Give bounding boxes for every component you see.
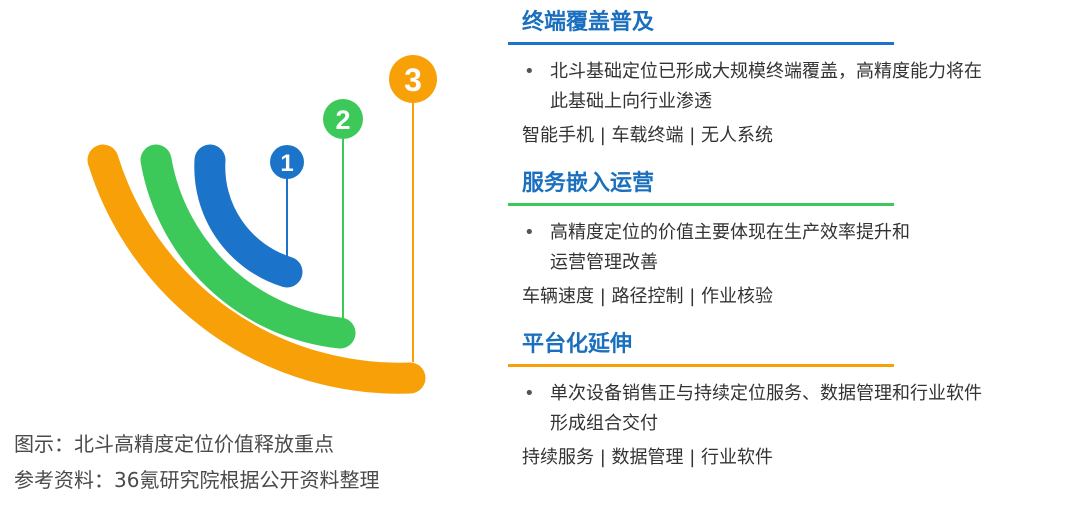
section-platform-extension: 平台化延伸 • 单次设备销售正与持续定位服务、数据管理和行业软件 形成组合交付 … [508, 330, 982, 473]
bullet-icon: • [524, 61, 535, 82]
svg-text:3: 3 [404, 62, 422, 98]
section-tags: 持续服务 | 数据管理 | 行业软件 [522, 447, 774, 468]
section-divider [508, 364, 894, 367]
section-title: 平台化延伸 [522, 332, 633, 357]
section-title: 服务嵌入运营 [522, 171, 655, 196]
section-bullet: • 北斗基础定位已形成大规模终端覆盖，高精度能力将在 此基础上向行业渗透 [508, 57, 1070, 117]
section-tags: 车辆速度 | 路径控制 | 作业核验 [522, 286, 774, 307]
value-release-diagram: 1 2 3 [87, 55, 437, 394]
svg-text:2: 2 [335, 105, 350, 135]
green-arc [140, 144, 356, 349]
bullet-line: 单次设备销售正与持续定位服务、数据管理和行业软件 [550, 383, 982, 404]
blue-arc [194, 144, 303, 288]
bullet-line: 此基础上向行业渗透 [550, 91, 712, 112]
bullet-line: 北斗基础定位已形成大规模终端覆盖，高精度能力将在 [550, 61, 982, 82]
marker-3: 3 [389, 55, 437, 103]
bullet-line: 运营管理改善 [550, 252, 658, 273]
section-divider [508, 203, 894, 206]
source-caption: 参考资料：36氪研究院根据公开资料整理 [14, 468, 380, 492]
section-bullet: • 高精度定位的价值主要体现在生产效率提升和 运营管理改善 [508, 218, 1070, 278]
section-title: 终端覆盖普及 [522, 10, 655, 35]
bullet-line: 形成组合交付 [550, 413, 658, 434]
section-bullet: • 单次设备销售正与持续定位服务、数据管理和行业软件 形成组合交付 [508, 379, 1070, 439]
marker-2: 2 [323, 99, 363, 139]
bullet-icon: • [524, 383, 535, 404]
section-tags: 智能手机 | 车载终端 | 无人系统 [522, 125, 774, 146]
bullet-line: 高精度定位的价值主要体现在生产效率提升和 [550, 222, 910, 243]
bullet-icon: • [524, 222, 535, 243]
section-terminal-coverage: 终端覆盖普及 • 北斗基础定位已形成大规模终端覆盖，高精度能力将在 此基础上向行… [508, 8, 982, 151]
section-divider [508, 42, 894, 45]
section-service-embedding: 服务嵌入运营 • 高精度定位的价值主要体现在生产效率提升和 运营管理改善 车辆速… [508, 169, 910, 312]
orange-arc [87, 144, 426, 394]
svg-text:1: 1 [280, 150, 293, 177]
marker-1: 1 [270, 145, 304, 179]
figure-caption: 图示：北斗高精度定位价值释放重点 [14, 432, 334, 456]
